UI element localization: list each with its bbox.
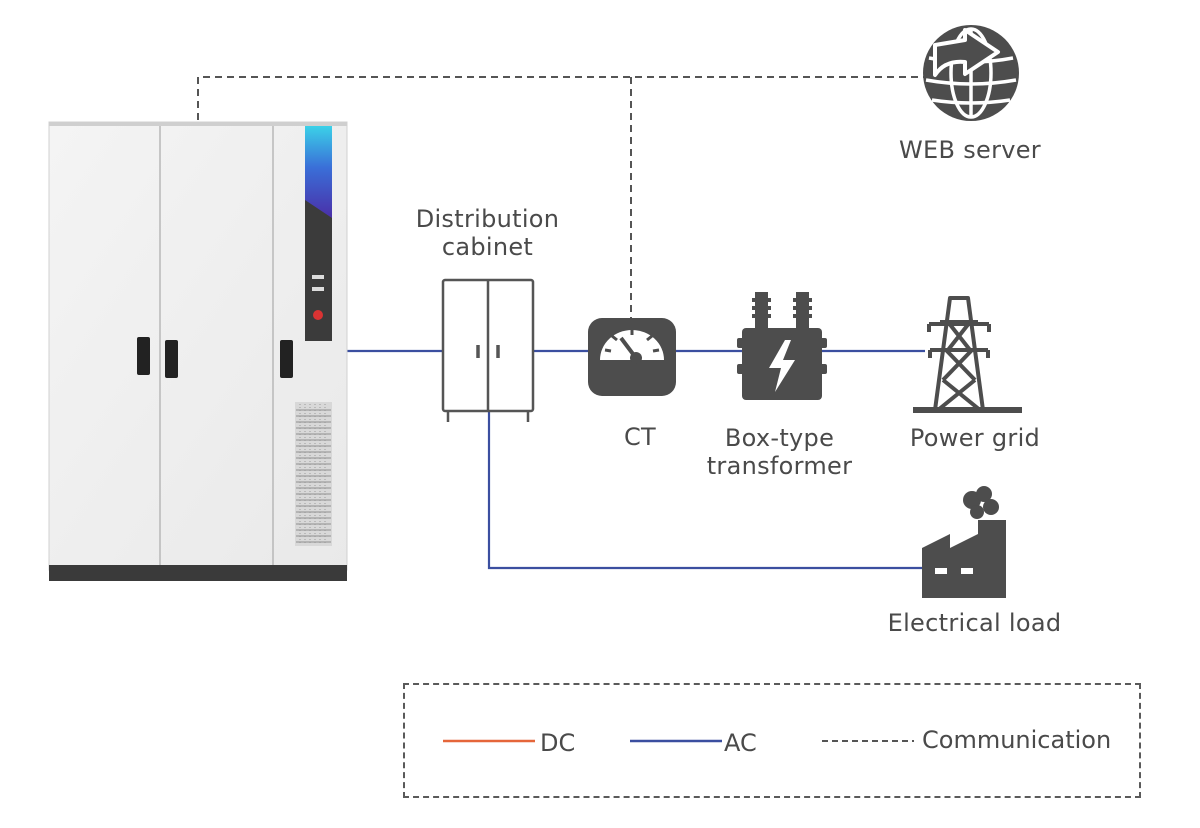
ac-line-distribution-to-load — [487, 412, 922, 570]
transformer-icon — [737, 292, 827, 400]
vent-grille — [295, 402, 332, 546]
power-tower-icon — [913, 296, 1022, 413]
legend-ac-label: AC — [724, 729, 757, 757]
electrical-load-label: Electrical load — [887, 609, 1062, 637]
legend-communication-label: Communication — [922, 726, 1112, 754]
distribution-cabinet-label: Distribution cabinet — [415, 205, 560, 261]
distribution-cabinet-icon — [441, 278, 535, 422]
legend-dc-label: DC — [540, 729, 576, 757]
power-grid-label: Power grid — [909, 424, 1041, 452]
ct-label: CT — [623, 423, 657, 451]
ac-lines — [346, 349, 925, 570]
meter-icon — [588, 318, 676, 396]
web-server-label: WEB server — [899, 136, 1041, 164]
comm-line-cabinet-to-server — [197, 76, 925, 120]
communication-lines — [197, 76, 925, 318]
transformer-label: Box-type transformer — [706, 424, 853, 480]
legend — [403, 683, 1141, 798]
energy-storage-cabinet-icon — [48, 121, 348, 581]
globe-icon — [923, 25, 1019, 121]
factory-icon — [922, 486, 1006, 598]
